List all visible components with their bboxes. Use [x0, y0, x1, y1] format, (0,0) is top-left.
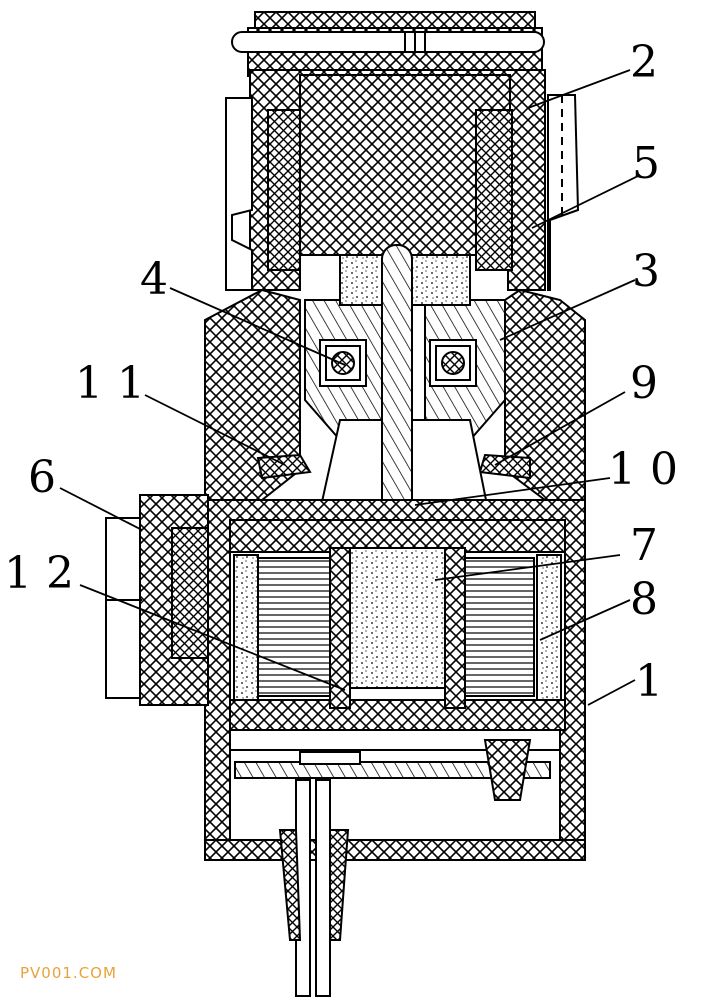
leader-lines	[59, 69, 641, 706]
label-11: 1 1	[75, 358, 145, 409]
upper-housing	[225, 69, 580, 291]
label-12: 1 2	[4, 548, 74, 599]
label-6: 6	[28, 452, 56, 503]
label-9: 9	[630, 358, 658, 409]
cable-bundle	[278, 779, 350, 997]
label-2: 2	[630, 37, 658, 88]
label-5: 5	[632, 138, 660, 189]
label-7: 7	[630, 520, 658, 571]
lower-housing	[204, 499, 586, 861]
label-3: 3	[632, 246, 660, 297]
label-4: 4	[140, 254, 168, 305]
label-1: 1	[635, 656, 663, 707]
watermark: PV001.COM	[20, 964, 117, 982]
right-bearing	[429, 339, 477, 387]
screw	[231, 31, 545, 53]
label-10: 1 0	[608, 444, 678, 495]
top-cap	[231, 11, 545, 77]
left-bearing	[319, 339, 367, 387]
side-connector	[105, 494, 209, 706]
label-8: 8	[630, 574, 658, 625]
